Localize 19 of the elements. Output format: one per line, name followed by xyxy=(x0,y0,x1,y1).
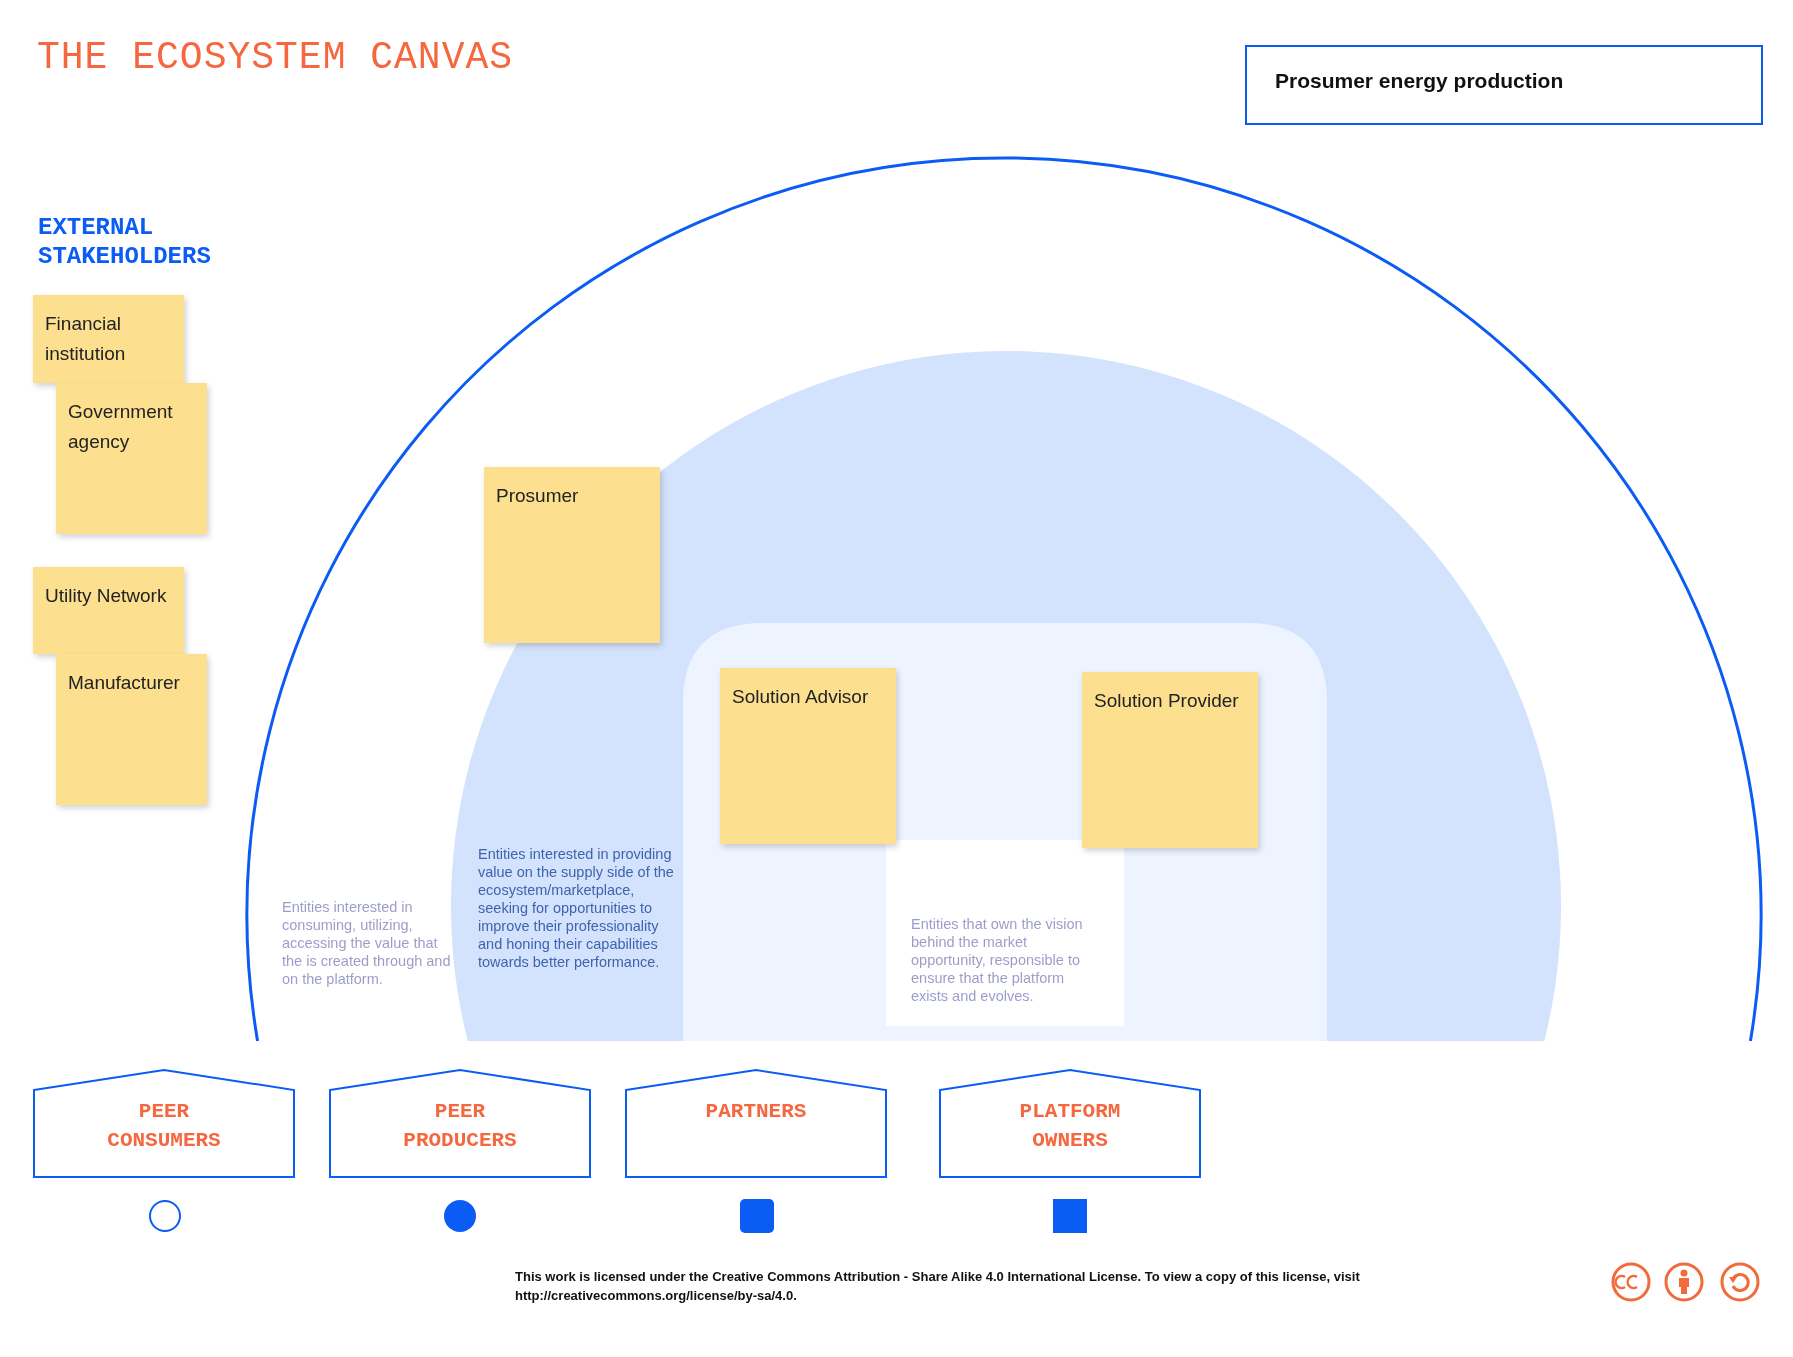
zone-heading: PARTNERS xyxy=(704,1099,808,1125)
license-note: This work is licensed under the Creative Commons Attribution - Share Alike 4.0 International License. To view a copy of this license, visit http://creativecommons.org/license/by-sa/4.0. xyxy=(515,1268,1361,1305)
title-box: Prosumer energy production xyxy=(1245,45,1763,125)
title: THE ECOSYSTEM CANVAS xyxy=(37,36,514,79)
zone-heading: PEER CONSUMERS xyxy=(106,1099,222,1154)
description-text: Entities that own the vision behind the market opportunity, responsible to ensure that the platform exists and evolves. xyxy=(911,915,1084,1005)
sticky-note: Utility Network xyxy=(33,567,184,654)
zone-heading: PEER PRODUCERS xyxy=(402,1099,518,1154)
zone-heading: PLATFORM OWNERS xyxy=(1018,1099,1122,1154)
sticky-note: Prosumer xyxy=(484,467,660,643)
sticky-note: Solution Advisor xyxy=(720,668,896,844)
sticky-note: Financial institution xyxy=(33,295,184,383)
inner-zone xyxy=(886,840,1124,1026)
description-text: Entities interested in consuming, utilizing, accessing the value that the is created through and on the platform. xyxy=(282,898,452,988)
sticky-note: Manufacturer xyxy=(56,654,207,805)
section-heading: EXTERNAL STAKEHOLDERS xyxy=(38,213,212,271)
sticky-note: Solution Provider xyxy=(1082,672,1258,848)
description-text: Entities interested in providing value on the supply side of the ecosystem/marketplace, seeking for opportunities to improve their professionality and honing their capabilities towards better performance. xyxy=(478,845,674,971)
sticky-note: Government agency xyxy=(56,383,207,534)
